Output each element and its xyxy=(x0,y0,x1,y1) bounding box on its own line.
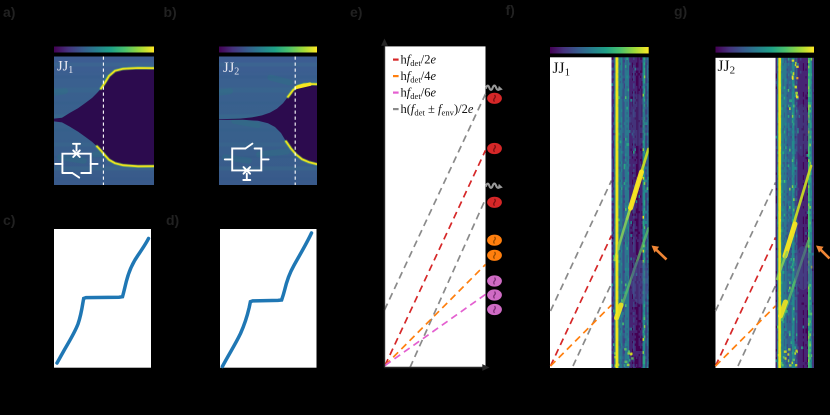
svg-text:e): e) xyxy=(350,4,362,20)
svg-text:h(fdet ± fenv)/2e: h(fdet ± fenv)/2e xyxy=(401,102,474,118)
svg-text:hfdet/6e: hfdet/6e xyxy=(401,86,437,102)
svg-text:a): a) xyxy=(3,4,15,20)
svg-text:f): f) xyxy=(506,2,515,18)
svg-text:c): c) xyxy=(3,212,15,228)
svg-text:d): d) xyxy=(166,212,179,228)
svg-text:hfdet/4e: hfdet/4e xyxy=(401,69,437,85)
svg-text:b): b) xyxy=(164,4,177,20)
svg-text:hfdet/2e: hfdet/2e xyxy=(401,53,437,69)
svg-text:g): g) xyxy=(674,3,687,19)
